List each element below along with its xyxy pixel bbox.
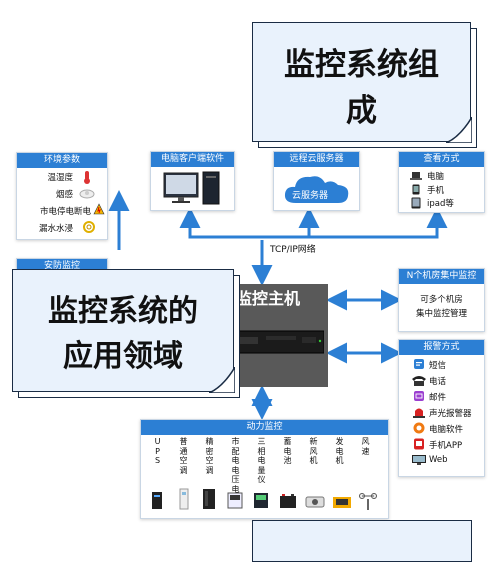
alarm-item-label: 手机APP <box>429 441 463 451</box>
power-column-label: 新风机 <box>309 437 318 465</box>
view-item-label: 手机 <box>427 186 445 196</box>
sms-icon <box>414 359 424 369</box>
cloud-icon <box>284 176 349 203</box>
power-column-label: 蓄电池 <box>283 437 292 465</box>
network-label: TCP/IP网络 <box>270 245 316 255</box>
mail-icon <box>414 391 424 401</box>
view-methods-panel: 查看方式 电脑 手机 ipad等 <box>398 151 485 213</box>
connector-lines <box>108 190 448 420</box>
application-card: 监控系统的 应用领域 <box>12 269 235 393</box>
power-warning-icon <box>93 203 105 215</box>
alarm-item-label: 声光报警器 <box>429 409 472 419</box>
smoke-detector-icon <box>79 189 95 199</box>
multi-room-line1: 可多个机房 <box>420 295 463 305</box>
title-card-line1: 监控系统组 <box>284 47 439 83</box>
alarm-item-label: 短信 <box>429 361 447 371</box>
power-column-label: 风速 <box>361 437 370 456</box>
power-meter-icon <box>254 493 268 508</box>
desktop-computer-icon <box>163 171 220 205</box>
application-card-line2: 应用领域 <box>63 339 183 374</box>
alarm-item-label: 电脑软件 <box>429 425 464 435</box>
power-monitoring-panel: 动力监控 UPS 普通空调 精密空调 市配电电压电流 三相电量仪 蓄电池 新风机… <box>140 419 389 519</box>
air-conditioner-icon <box>179 488 189 510</box>
cloud-server-label: 云服务器 <box>292 191 329 201</box>
cloud-server-panel: 远程云服务器 云服务器 <box>273 151 360 211</box>
telephone-icon <box>412 376 426 386</box>
alarm-methods-panel-title: 报警方式 <box>399 340 484 355</box>
cloud-server-panel-title: 远程云服务器 <box>274 152 359 167</box>
alarm-item-label: 邮件 <box>429 393 447 403</box>
alarm-item-label: 电话 <box>429 377 447 387</box>
rack-server-icon <box>232 330 324 354</box>
power-column-label: 普通空调 <box>179 437 188 475</box>
multi-room-panel-title: N个机房集中监控 <box>399 269 484 284</box>
view-item-label: 电脑 <box>427 172 445 182</box>
environment-panel-title: 环境参数 <box>17 153 107 168</box>
env-item-label: 漏水水浸 <box>38 224 73 234</box>
view-item-label: ipad等 <box>427 199 454 209</box>
pc-client-panel: 电脑客户端软件 <box>150 151 235 211</box>
bottom-card <box>252 520 472 562</box>
wind-speed-sensor-icon <box>359 493 377 510</box>
phone-icon <box>412 184 420 195</box>
power-column-label: 三相电量仪 <box>257 437 266 484</box>
ups-device-icon <box>152 492 162 509</box>
power-monitoring-panel-title: 动力监控 <box>141 420 388 435</box>
multi-room-panel: N个机房集中监控 可多个机房 集中监控管理 <box>398 268 485 332</box>
alarm-item-label: Web <box>429 455 448 465</box>
mobile-app-icon <box>414 438 424 450</box>
power-column-label: UPS <box>154 437 161 465</box>
monitoring-host: 监控主机 <box>226 284 328 387</box>
env-item-label: 烟感 <box>55 190 73 200</box>
alarm-methods-panel: 报警方式 短信 电话 邮件 声光报警器 电脑软件 手机APP Web <box>398 339 485 477</box>
laptop-icon <box>410 172 422 180</box>
pc-client-panel-title: 电脑客户端软件 <box>151 152 234 167</box>
power-column-label: 精密空调 <box>205 437 214 475</box>
view-methods-panel-title: 查看方式 <box>399 152 484 167</box>
connector-top-bus <box>188 207 448 239</box>
battery-icon <box>280 494 296 508</box>
water-leak-cable-icon <box>83 221 95 233</box>
siren-icon <box>413 408 425 418</box>
tablet-icon <box>411 197 421 209</box>
multi-room-line2: 集中监控管理 <box>415 309 467 319</box>
power-column-label: 发电机 <box>335 437 344 465</box>
precision-ac-icon <box>203 489 215 509</box>
title-card-line2: 成 <box>346 93 377 129</box>
generator-icon <box>333 497 351 508</box>
web-monitor-icon <box>412 455 426 465</box>
voltage-meter-icon <box>227 492 243 509</box>
environment-panel: 环境参数 温湿度 烟感 市电停电断电 漏水水浸 <box>16 152 108 240</box>
title-card: 监控系统组 成 <box>252 22 472 143</box>
page-curl <box>446 117 472 143</box>
pc-software-icon <box>413 422 425 434</box>
env-item-label: 市电停电断电 <box>39 207 91 217</box>
fresh-air-fan-icon <box>305 496 325 508</box>
page-curl <box>209 367 235 393</box>
env-item-label: 温湿度 <box>47 173 73 183</box>
thermometer-icon <box>84 171 90 184</box>
monitoring-host-title: 监控主机 <box>236 289 301 308</box>
application-card-line1: 监控系统的 <box>48 294 198 329</box>
